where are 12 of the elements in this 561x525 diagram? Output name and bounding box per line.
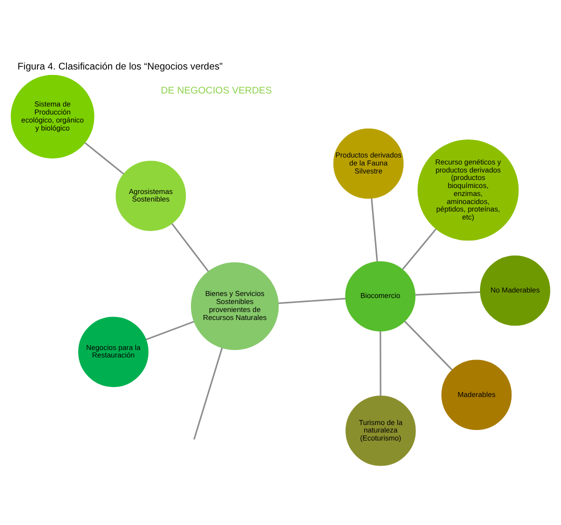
connector [380, 331, 382, 396]
connector [415, 291, 480, 296]
connector [146, 320, 194, 340]
connector [370, 198, 378, 262]
connector [84, 142, 124, 175]
connector [404, 320, 453, 370]
diagram-title: Figura 4. Clasificación de los “Negocios verdes” [18, 62, 223, 73]
connector [171, 223, 209, 272]
label: DE NEGOCIOS VERDES [160, 86, 272, 97]
connector [193, 348, 223, 440]
connector [278, 298, 346, 304]
connector [402, 228, 437, 270]
